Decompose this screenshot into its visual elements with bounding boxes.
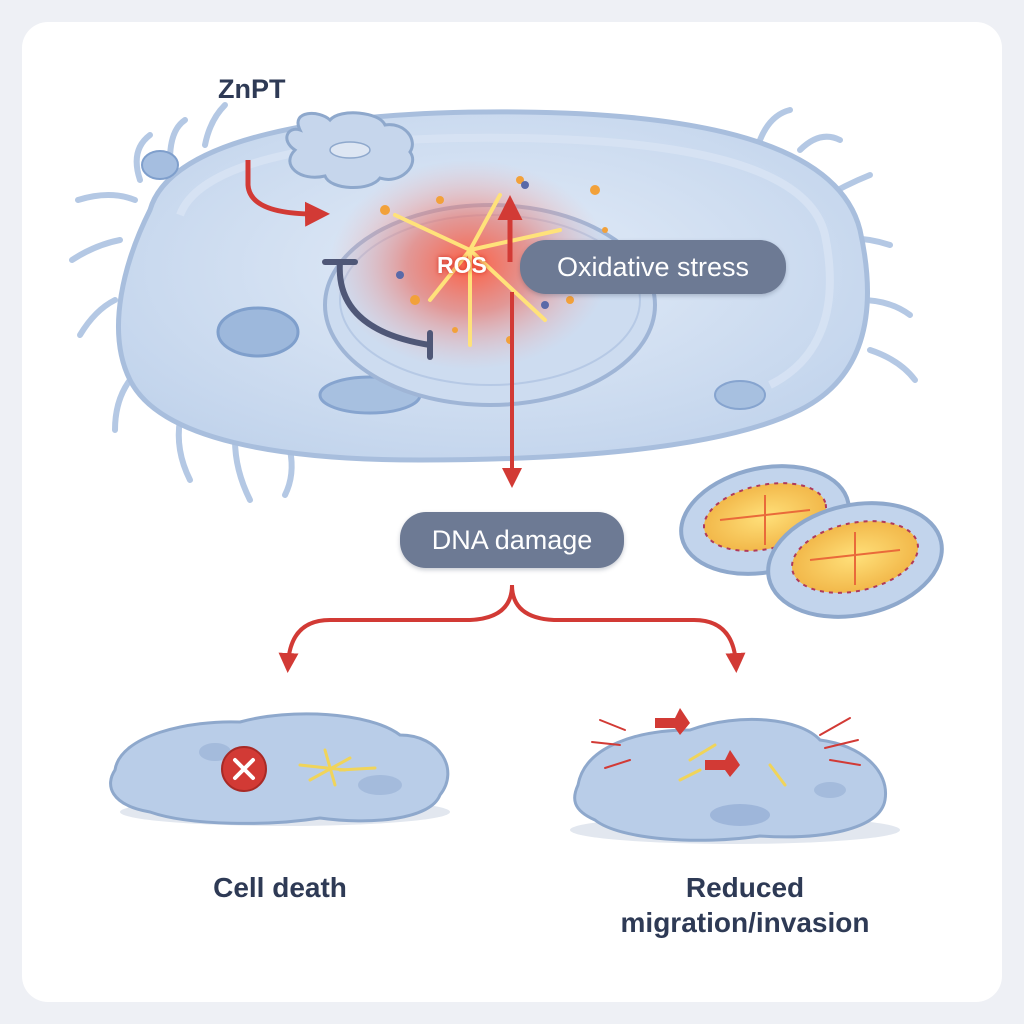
dna-damage-pill: DNA damage xyxy=(400,512,624,568)
entry-arrow xyxy=(245,160,330,227)
outcome-cell-death: Cell death xyxy=(160,870,400,905)
ros-sparks xyxy=(393,193,562,347)
inhibitor-marker xyxy=(705,750,740,777)
outcome-reduced-migration-line2: migration/invasion xyxy=(620,907,870,938)
outcome-reduced-migration-line1: Reduced xyxy=(685,872,805,903)
vesicle xyxy=(216,306,300,358)
ros-label: ROS xyxy=(437,252,487,278)
feedback-curve xyxy=(336,259,433,348)
znpt-label: ZnPT xyxy=(218,74,286,104)
dead-cell xyxy=(109,712,450,826)
oxidative-stress-pill: Oxidative stress xyxy=(520,240,786,294)
branch-arrow-left xyxy=(278,584,514,673)
vesicle xyxy=(141,150,179,180)
vesicle xyxy=(714,380,766,410)
inhibitor-marker xyxy=(655,708,690,735)
motion-lines xyxy=(591,717,861,769)
branch-arrow-right xyxy=(510,584,746,673)
migrating-cell xyxy=(570,708,900,844)
outcome-cell-death-label: Cell death xyxy=(213,872,347,903)
main-cell xyxy=(69,102,918,503)
outcome-reduced-migration: Reduced migration/invasion xyxy=(590,870,900,940)
mitochondria xyxy=(679,464,944,619)
znpt-particle xyxy=(285,111,415,190)
